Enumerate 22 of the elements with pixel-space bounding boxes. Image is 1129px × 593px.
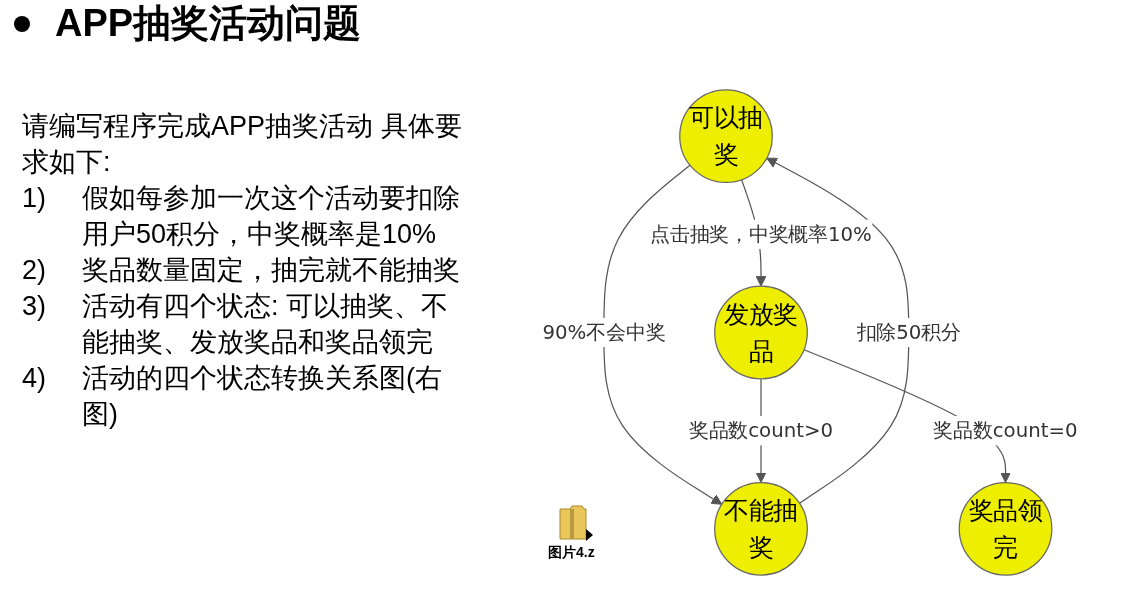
intro-text: 请编写程序完成APP抽奖活动 具体要求如下: [22, 110, 462, 179]
list-number: 4) [22, 362, 47, 395]
node-circle: 不能抽奖 [714, 481, 808, 576]
list-number: 3) [22, 290, 47, 323]
list-item-text: 活动有四个状态: 可以抽奖、不能抽奖、发放奖品和奖品领完 [82, 290, 449, 359]
file-name: 图片4.z [548, 544, 595, 562]
edge-label: 点击抽奖，中奖概率10% [650, 221, 872, 246]
edge-label: 奖品数count=0 [933, 418, 1078, 442]
list-item-text: 活动的四个状态转换关系图(右图) [82, 362, 443, 431]
list-number: 2) [22, 254, 47, 287]
node-circle: 可以抽奖 [679, 89, 773, 184]
slide-title: APP抽奖活动问题 [55, 1, 362, 46]
edge-label: 奖品数count>0 [688, 418, 834, 442]
node-circle: 奖品领完 [958, 481, 1053, 576]
list-number: 1) [22, 182, 47, 215]
edge-label: 扣除50积分 [856, 320, 961, 344]
list-item-text: 奖品数量固定，抽完就不能抽奖 [82, 254, 461, 287]
edge-label: 90%不会中奖 [542, 320, 666, 344]
node-circle: 发放奖品 [714, 285, 808, 380]
arrow [766, 157, 910, 504]
list-item-text: 假如每参加一次这个活动要扣除用户50积分，中奖概率是10% [82, 182, 461, 251]
arrow [603, 164, 723, 505]
